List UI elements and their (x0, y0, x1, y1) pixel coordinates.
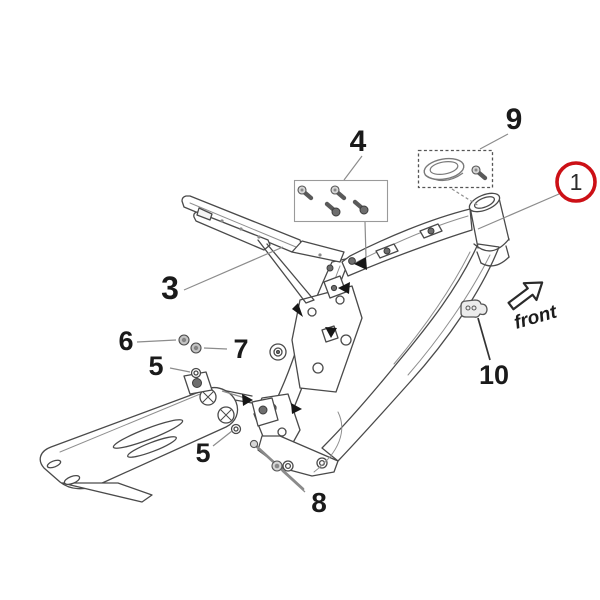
leader-line-5-lower (212, 430, 233, 447)
bolt-icon (471, 165, 488, 181)
callout-label-9: 9 (506, 103, 523, 136)
bearing-kit-box-9 (417, 149, 494, 207)
callout-label-1: 1 (570, 169, 583, 195)
bolt-icon (352, 199, 369, 215)
leader-line-5-upper (169, 367, 191, 373)
front-arrow-icon (507, 281, 544, 311)
callout-label-5-upper: 5 (148, 351, 163, 381)
callout-label-5-lower: 5 (195, 438, 210, 468)
locator-arrowheads (242, 257, 367, 414)
bolt-8 (249, 439, 305, 491)
main-frame-drawing (251, 192, 510, 477)
leader-line-7 (203, 347, 228, 350)
leader-line-1 (477, 193, 560, 230)
subframe-drawing (181, 195, 345, 304)
bolt-kit-box-4 (293, 179, 389, 223)
leader-line-6 (136, 339, 177, 343)
washer-5-upper (190, 367, 202, 379)
washer-5-lower (230, 423, 242, 435)
bolt-icon (297, 185, 314, 201)
bearing-ring-icon (423, 157, 465, 182)
leader-line-4 (343, 155, 363, 181)
callout-label-7: 7 (233, 334, 248, 364)
nut-6 (178, 334, 190, 346)
callout-label-6: 6 (118, 326, 133, 356)
callout-1-highlight: 1 (555, 161, 597, 203)
nut-7 (190, 342, 202, 354)
headtube (468, 192, 510, 267)
cable-clip-10 (460, 299, 488, 318)
callout-label-4: 4 (350, 125, 367, 158)
leader-line-9 (479, 133, 509, 150)
front-direction: front (507, 281, 560, 334)
leader-line-3 (183, 246, 284, 291)
callout-label-8: 8 (311, 487, 327, 518)
leader-line-8 (281, 470, 306, 493)
swingarm-drawing (39, 371, 253, 503)
callout-label-3: 3 (161, 270, 179, 306)
leader-line-4-to-frame (364, 221, 367, 258)
callout-label-10: 10 (479, 360, 509, 390)
leader-line-10 (477, 317, 491, 361)
bolt-icon (324, 201, 341, 217)
leader-line-pivot (221, 390, 246, 399)
bolt-icon (330, 185, 347, 201)
